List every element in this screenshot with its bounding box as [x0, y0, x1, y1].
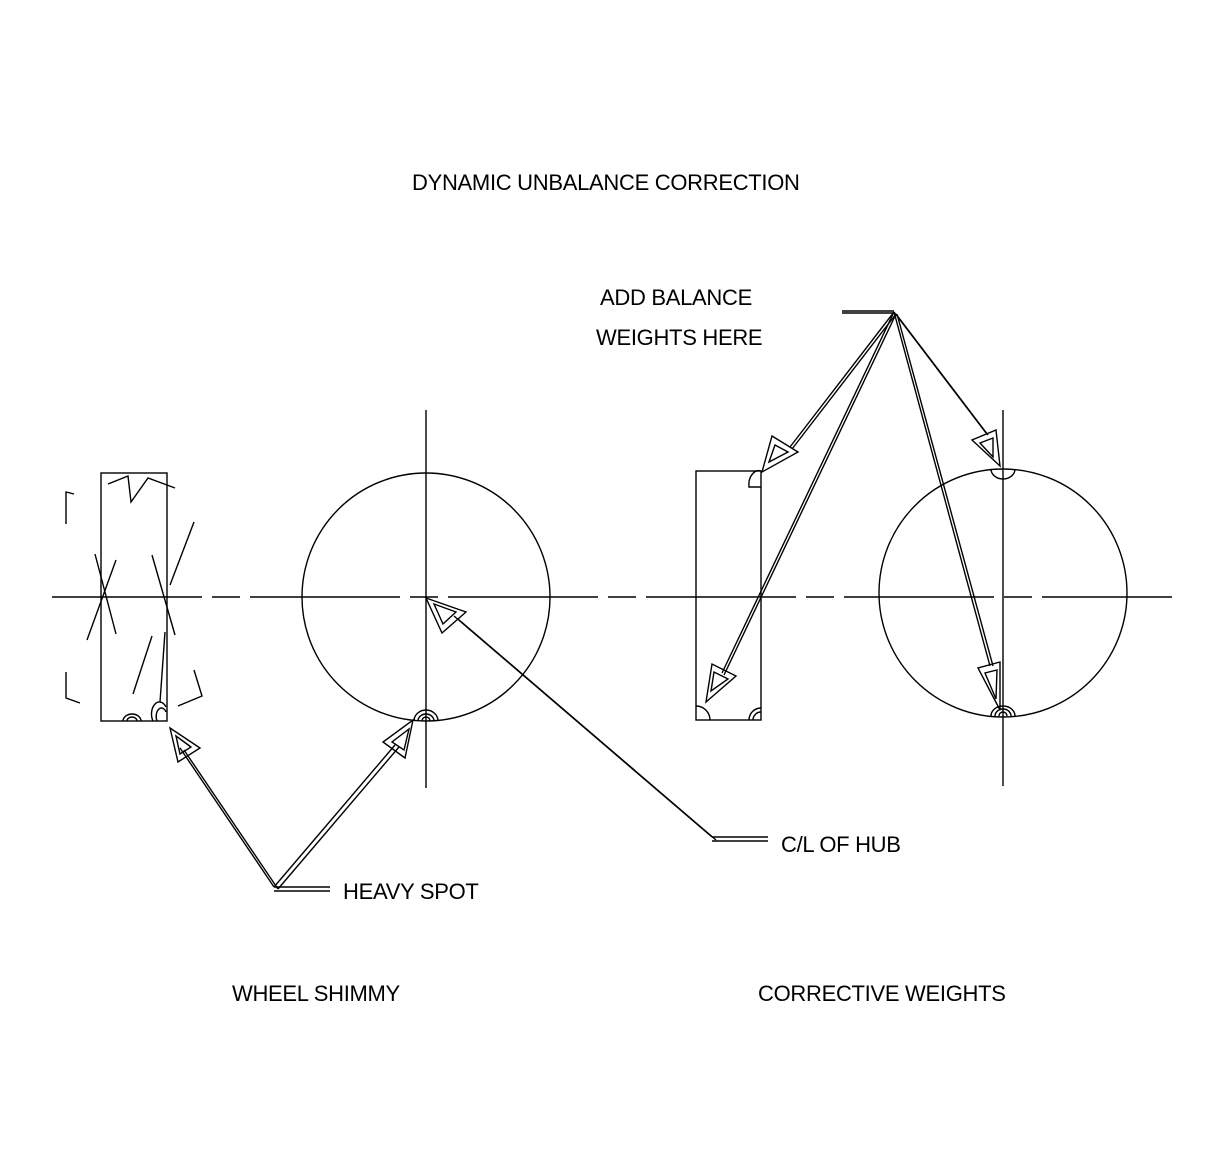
shimmy-side-view [65, 472, 203, 722]
weight-outer-bottom [695, 705, 711, 721]
wobble-diag-5 [132, 635, 153, 695]
arrowhead-weight-bottom [976, 661, 1001, 711]
wobble-outline-bottom-right [177, 669, 203, 707]
weight-side-bottom-right [748, 707, 762, 721]
add-weights-label-line1: ADD BALANCE [600, 285, 752, 310]
diagram-title: DYNAMIC UNBALANCE CORRECTION [412, 170, 800, 195]
tire-side-rect [100, 472, 168, 722]
tire-side-rect-right [695, 470, 762, 721]
wobble-diag-1 [94, 553, 117, 635]
arrowhead-heavy-front [381, 718, 415, 760]
heavy-spot-front-b [417, 713, 435, 722]
wobble-diag-2 [86, 559, 117, 641]
wobble-outline-top [107, 475, 176, 504]
arrowhead-weight-outer [705, 662, 738, 704]
heavy-spot-label: HEAVY SPOT [343, 879, 479, 904]
heavy-spot-leader [168, 718, 415, 892]
add-weights-label-line2: WEIGHTS HERE [596, 325, 763, 350]
corrective-front-view [878, 410, 1128, 786]
heavy-spot-side-1 [122, 713, 142, 722]
arrowhead-hub [424, 596, 468, 635]
arrowhead-weight-top [970, 428, 1001, 468]
wobble-outline-top-left [65, 491, 75, 524]
corrective-weights-caption: CORRECTIVE WEIGHTS [758, 981, 1006, 1006]
arrowhead-heavy-side [168, 726, 202, 764]
heavy-spot-side-2b [155, 707, 167, 722]
weight-front-top [990, 468, 1016, 480]
wobble-outline-bottom-left [65, 672, 81, 704]
add-weights-leader [705, 310, 1001, 711]
weight-front-bottom [990, 705, 1016, 717]
wheel-shimmy-caption: WHEEL SHIMMY [232, 981, 400, 1006]
wobble-diag-3 [151, 554, 176, 636]
weight-inner-top [748, 469, 762, 488]
hub-centerline-label: C/L OF HUB [781, 832, 901, 857]
wobble-diag-6 [159, 631, 166, 703]
corrective-side-view [695, 469, 762, 721]
wobble-diag-4 [169, 521, 195, 586]
heavy-spot-front [413, 709, 439, 722]
heavy-spot-side-2 [150, 701, 167, 722]
heavy-spot-front-c [421, 716, 431, 722]
hub-centerline-leader [424, 596, 768, 842]
heavy-spot-side-1b [126, 716, 138, 722]
arrowhead-weight-inner [760, 434, 800, 474]
